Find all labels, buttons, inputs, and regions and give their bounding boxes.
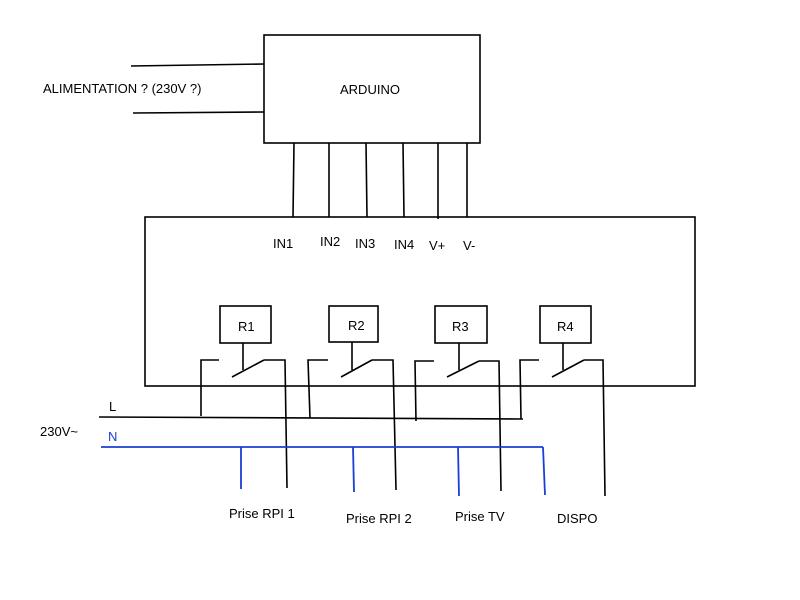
power-supply-label: ALIMENTATION ? (230V ?) (43, 81, 201, 96)
relay-r1-common (200, 359, 219, 416)
outlet-label-rpi2: Prise RPI 2 (346, 511, 412, 526)
relay-r4-contact (551, 359, 585, 378)
neutral-drop-3 (457, 446, 460, 497)
wire-in1 (292, 142, 295, 218)
relay-r4 (539, 305, 592, 344)
mains-voltage-label: 230V~ (40, 424, 78, 439)
relay-r3-common (414, 360, 434, 422)
power-wire-top (130, 63, 265, 67)
relay-label-r3: R3 (452, 319, 469, 334)
outlet-label-rpi1: Prise RPI 1 (229, 506, 295, 521)
relay-r3-contact (446, 360, 480, 378)
relay-label-r1: R1 (238, 319, 255, 334)
relay-r1-contact (231, 359, 265, 378)
line-phase-wire (98, 416, 524, 420)
input-label-in4: IN4 (394, 237, 414, 252)
wire-in3 (365, 142, 368, 218)
relay-r3-output (479, 360, 502, 492)
arduino-label: ARDUINO (340, 82, 400, 97)
power-wire-bottom (132, 111, 265, 114)
relay-r1 (219, 305, 272, 344)
relay-r2-output (372, 359, 397, 491)
relay-label-r2: R2 (348, 318, 365, 333)
relay-r2-contact (340, 359, 373, 378)
input-label-vplus: V+ (429, 238, 445, 253)
input-label-in1: IN1 (273, 236, 293, 251)
relay-r4-output (584, 359, 606, 497)
relay-r2-common (307, 359, 328, 419)
relay-board (144, 216, 696, 387)
neutral-drop-4 (542, 446, 546, 496)
outlet-label-tv: Prise TV (455, 509, 505, 524)
wire-in4 (402, 142, 405, 218)
relay-label-r4: R4 (557, 319, 574, 334)
input-label-in3: IN3 (355, 236, 375, 251)
input-label-vminus: V- (463, 238, 475, 253)
line-phase-label: L (109, 399, 116, 414)
relay-r2 (328, 305, 379, 343)
neutral-label: N (108, 429, 117, 444)
arduino-box (263, 34, 481, 144)
relay-r1-output (264, 359, 288, 489)
input-label-in2: IN2 (320, 234, 340, 249)
relay-r3 (434, 305, 488, 344)
outlet-label-dispo: DISPO (557, 511, 597, 526)
relay-r4-common (519, 359, 539, 420)
neutral-drop-2 (352, 446, 355, 493)
